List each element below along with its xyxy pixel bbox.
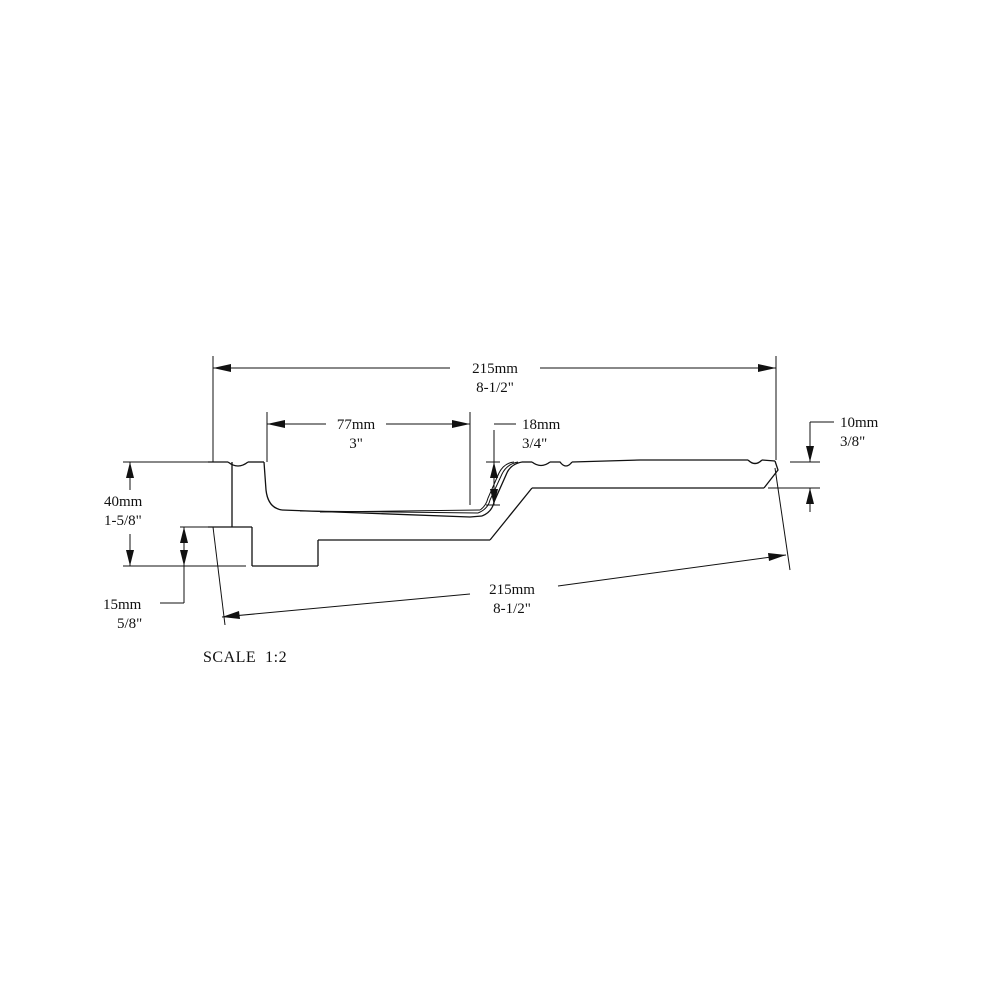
dim-overall-width-top [213,364,776,372]
overall-width-bottom-imperial: 8-1/2" [493,601,531,617]
dim-overall-height [126,462,134,566]
slope-rise-imperial: 3/4" [522,436,547,452]
slope-rise-metric: 18mm [522,417,561,433]
step-height-metric: 15mm [103,597,142,613]
part-profile [208,459,779,567]
overall-width-top-imperial: 8-1/2" [476,380,514,396]
scale-label: SCALE 1:2 [203,649,287,666]
dim-recess-width [267,420,470,428]
dim-overall-width-bottom [221,553,787,619]
extension-lines [123,356,820,626]
overall-width-bottom-metric: 215mm [489,582,535,598]
overall-height-metric: 40mm [104,494,143,510]
recess-width-metric: 77mm [337,417,376,433]
overall-height-imperial: 1-5/8" [104,513,142,529]
recess-width-imperial: 3" [349,436,363,452]
edge-thickness-metric: 10mm [840,415,879,431]
step-height-imperial: 5/8" [117,616,142,632]
edge-thickness-imperial: 3/8" [840,434,865,450]
dim-edge-thickness [806,421,834,512]
dim-slope-rise [490,423,516,505]
dim-step-height [160,527,188,604]
overall-width-top-metric: 215mm [472,361,518,377]
